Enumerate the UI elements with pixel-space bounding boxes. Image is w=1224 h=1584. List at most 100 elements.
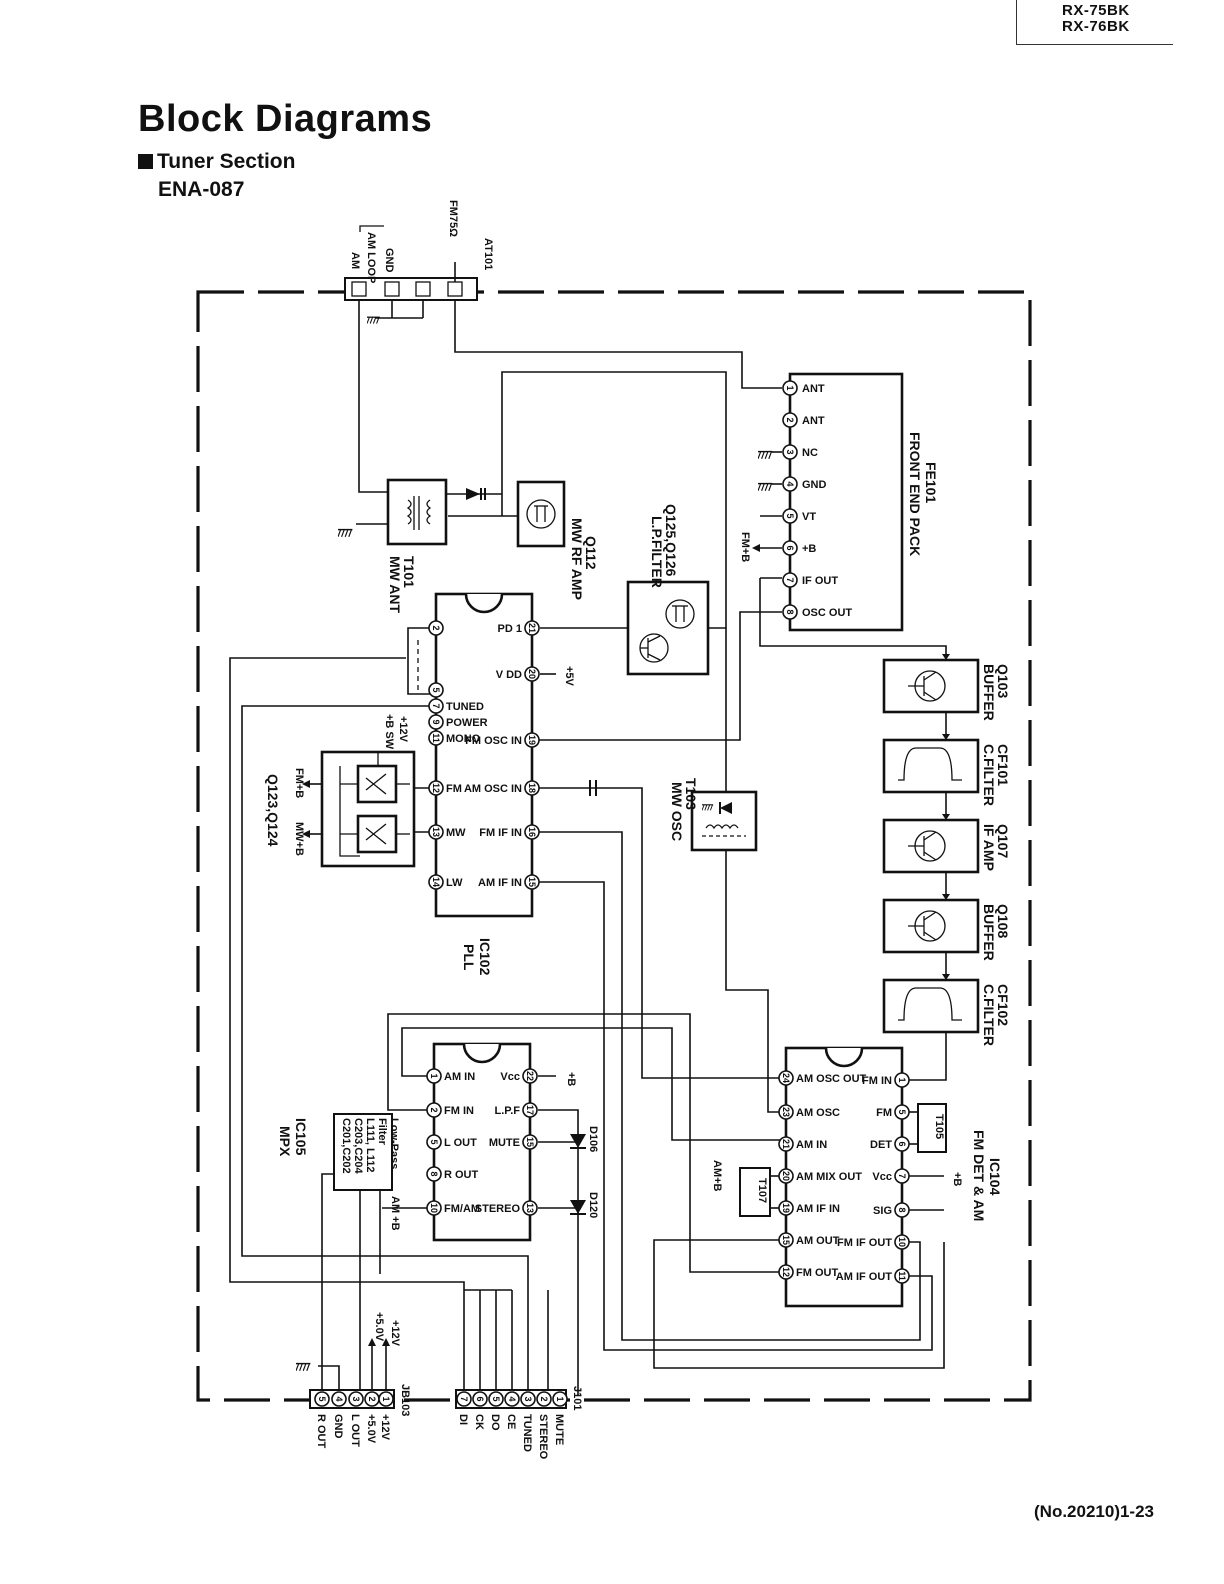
ic105-pin-8-number: 8 (429, 1171, 439, 1176)
j101-pin-4-circle (504, 1391, 520, 1407)
section-title: Tuner Section (138, 150, 295, 174)
fe101-pin-4-label: GND (802, 479, 827, 491)
ic104-pin-15-number: 15 (781, 1235, 791, 1245)
jb103-pin-1-label: +12V (379, 1414, 391, 1441)
jb103-pin-3-circle (348, 1391, 364, 1407)
ic105-pin-1-circle (426, 1068, 442, 1084)
ic104-pin-24-circle (778, 1070, 794, 1086)
ic105-pin-8-label: R OUT (444, 1169, 479, 1181)
gnd-label: GND (383, 248, 395, 273)
ic104-pin-11-label: AM IF OUT (836, 1271, 892, 1283)
chain-q107-ref: Q107 (995, 824, 1011, 858)
fe101-pin-3-label: NC (802, 447, 818, 459)
fe101-pin-6-label: +B (802, 543, 816, 555)
ic102-name: PLL (461, 944, 477, 971)
fe101-pin-7-number: 7 (785, 577, 795, 582)
j101-pin-3-circle (520, 1391, 536, 1407)
diode-d120-icon (570, 1200, 586, 1215)
jb103-pin-4-circle (331, 1391, 347, 1407)
ic104-pin-21-number: 21 (781, 1139, 791, 1149)
ic104-pin-12-circle (778, 1264, 794, 1280)
q112-name: MW RF AMP (569, 518, 585, 600)
ic105-pin-17-label: L.P.F (495, 1105, 521, 1117)
switch-fmb-label: FM+B (293, 768, 305, 798)
j101-pin-5-number: 5 (491, 1396, 501, 1401)
board-outline (196, 290, 1032, 1402)
ic104-pin-8-circle (894, 1202, 910, 1218)
ic102-pin-19-label: FM OSC IN (465, 735, 522, 747)
ic104-pin-1-number: 1 (897, 1077, 907, 1082)
j101-pin-1-number: 1 (555, 1396, 565, 1401)
ic102-pin-7-circle (428, 698, 444, 714)
ic105-pin-13-number: 13 (525, 1203, 535, 1213)
ic105-pin-13-label: STEREO (475, 1203, 521, 1215)
fe101-pin-2-circle (782, 412, 798, 428)
j101-pin-7-number: 7 (459, 1396, 469, 1401)
lpf-line4: C203,C204 (352, 1118, 364, 1175)
d106-label: D106 (587, 1126, 599, 1152)
switch-mwb-label: MW+B (293, 822, 305, 856)
j101-pin-3-label: TUNED (521, 1414, 533, 1452)
ic104-pin-20-label: AM MIX OUT (796, 1171, 862, 1183)
fe101-pin-5-number: 5 (785, 513, 795, 518)
transistor-leads (908, 911, 937, 941)
signal-arrow-icon (942, 974, 950, 980)
q112-rf-amp (516, 480, 566, 548)
ic104-ref: IC104 (987, 1158, 1003, 1196)
fe101-pin-1-number: 1 (785, 385, 795, 390)
ic102-pin-16-circle (524, 824, 540, 840)
jb103-pin-2-number: 2 (367, 1396, 377, 1401)
signal-arrow-icon (942, 814, 950, 820)
ic104-pin-7-circle (894, 1168, 910, 1184)
ic102-pin-13-circle (428, 824, 444, 840)
ic104-pin-5-circle (894, 1104, 910, 1120)
ic105-pin-5-circle (426, 1134, 442, 1150)
ic104-pin-19-circle (778, 1200, 794, 1216)
switch-ref: Q123,Q124 (265, 774, 281, 847)
t101-name: MW ANT (387, 556, 403, 613)
signal-arrow-icon (942, 654, 950, 660)
chain-q108-ref: Q108 (995, 904, 1011, 938)
ic104-pin-20-number: 20 (781, 1171, 791, 1181)
ic102-pin-7-number: 7 (431, 703, 441, 708)
fe101-pin-3-circle (782, 444, 798, 460)
fe101-pin-1-circle (782, 380, 798, 396)
q112-ref: Q112 (583, 536, 599, 570)
fe101-pin-6-circle (782, 540, 798, 556)
ic104-pin-21-circle (778, 1136, 794, 1152)
ic105-pin-15-number: 15 (525, 1137, 535, 1147)
ic105-pin-1-label: AM IN (444, 1071, 475, 1083)
ic104-pin-10-number: 10 (897, 1237, 907, 1247)
transistor-leads (908, 831, 937, 861)
ic102-pin-21-circle (524, 620, 540, 636)
jb103-pin-4-number: 4 (334, 1396, 344, 1401)
j101-pin-4-number: 4 (507, 1396, 517, 1401)
fe101-pin-4-number: 4 (785, 481, 795, 486)
ic104-pin-5-label: FM (876, 1107, 892, 1119)
section-label: Tuner Section (157, 150, 296, 173)
ic102-pin-19-circle (524, 732, 540, 748)
j101-pin-2-number: 2 (539, 1396, 549, 1401)
ic105-pin-22-circle (522, 1068, 538, 1084)
fe101-ref: FE101 (923, 462, 939, 503)
antenna-terminal (344, 262, 478, 325)
fe101-nc-ground-icon (758, 450, 774, 460)
ic102-pin-12-circle (428, 780, 444, 796)
fe101-pin-7-label: IF OUT (802, 575, 838, 587)
ic105-ref: IC105 (293, 1118, 309, 1156)
ic104-pin-11-circle (894, 1268, 910, 1284)
lpf-ref: Q125,Q126 (663, 504, 679, 577)
chain-q108-name: BUFFER (981, 904, 997, 961)
jb103-pin-5-circle (314, 1391, 330, 1407)
bullet-square-icon (138, 154, 153, 169)
ic105-vcc-label: +B (565, 1072, 577, 1086)
ic104-amb-label: AM+B (711, 1160, 723, 1192)
fe101-pin-3-number: 3 (785, 449, 795, 454)
lpf-name: L.P.FILTER (649, 516, 665, 588)
ic102-pin-18-circle (524, 780, 540, 796)
ic104-pin-5-number: 5 (897, 1109, 907, 1114)
ic102-pin-11-label: MONO (446, 733, 481, 745)
t101-transformer (356, 478, 448, 546)
